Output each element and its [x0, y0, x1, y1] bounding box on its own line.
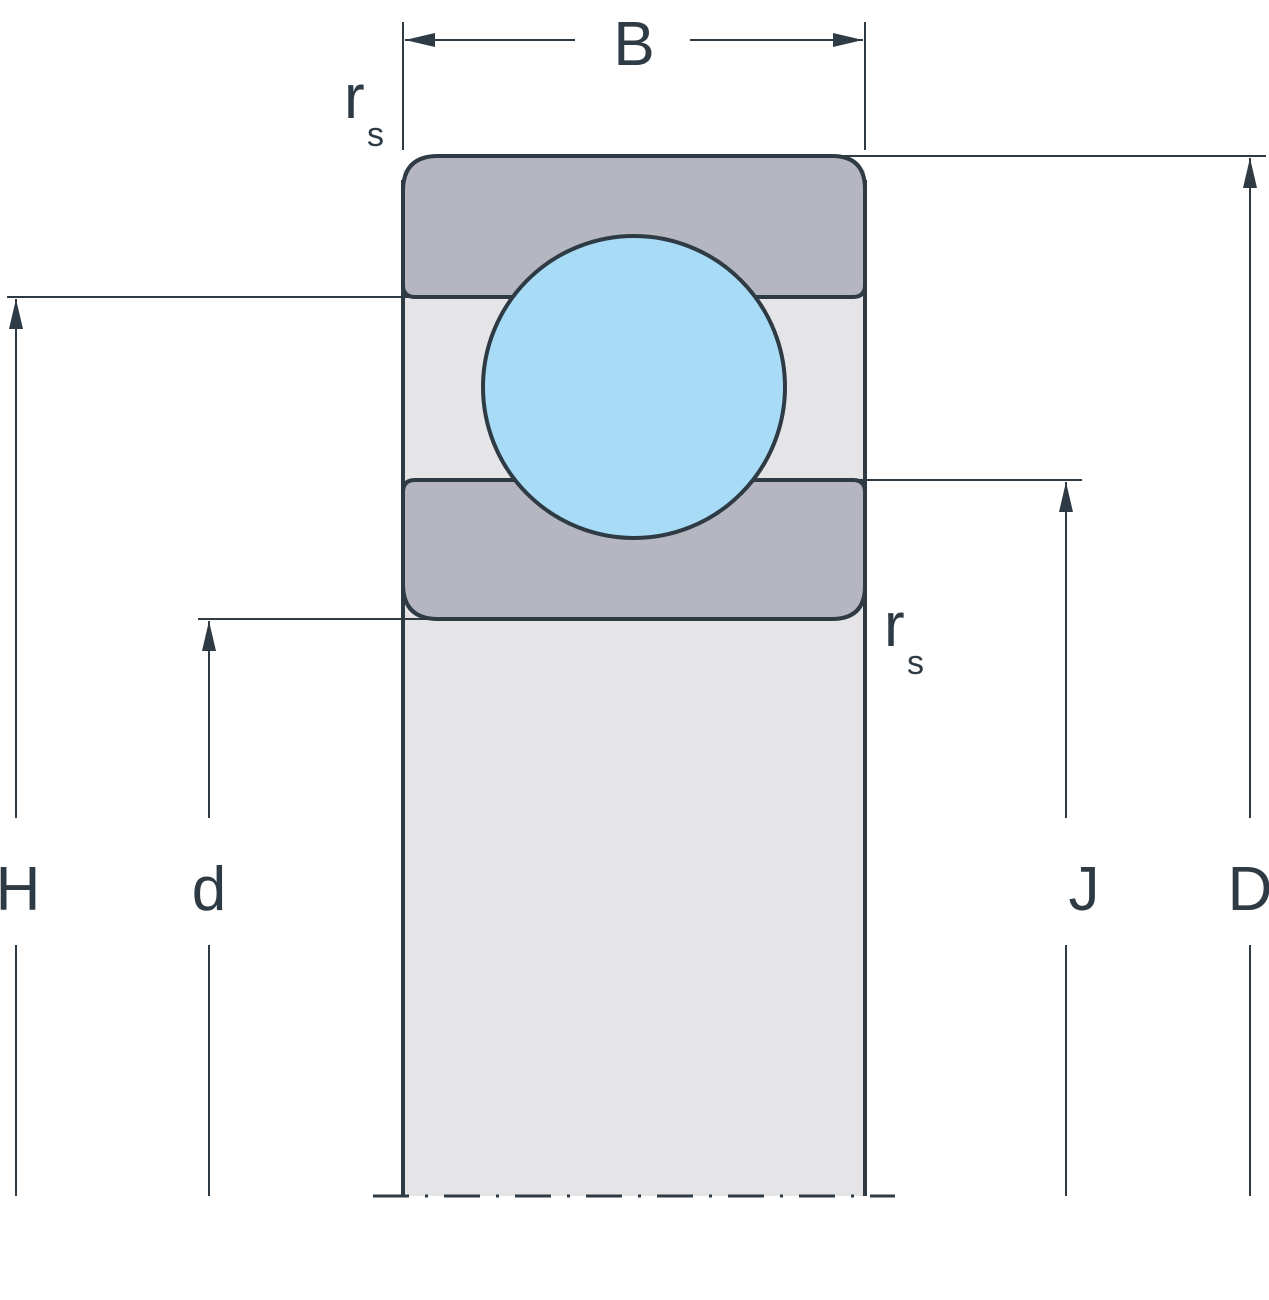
ball: [481, 234, 787, 540]
label-rs-top-sub: s: [367, 116, 384, 154]
label-rs-top: r: [344, 63, 365, 132]
inner-ring: [401, 478, 867, 621]
outer-ring: [401, 154, 867, 299]
label-d: d: [192, 855, 226, 924]
label-J: J: [1069, 855, 1100, 924]
label-rs-bottom: r: [884, 591, 905, 660]
label-B: B: [613, 10, 654, 79]
label-rs-bottom-sub: s: [907, 644, 924, 682]
label-D: D: [1228, 855, 1269, 924]
label-H: H: [0, 855, 40, 924]
